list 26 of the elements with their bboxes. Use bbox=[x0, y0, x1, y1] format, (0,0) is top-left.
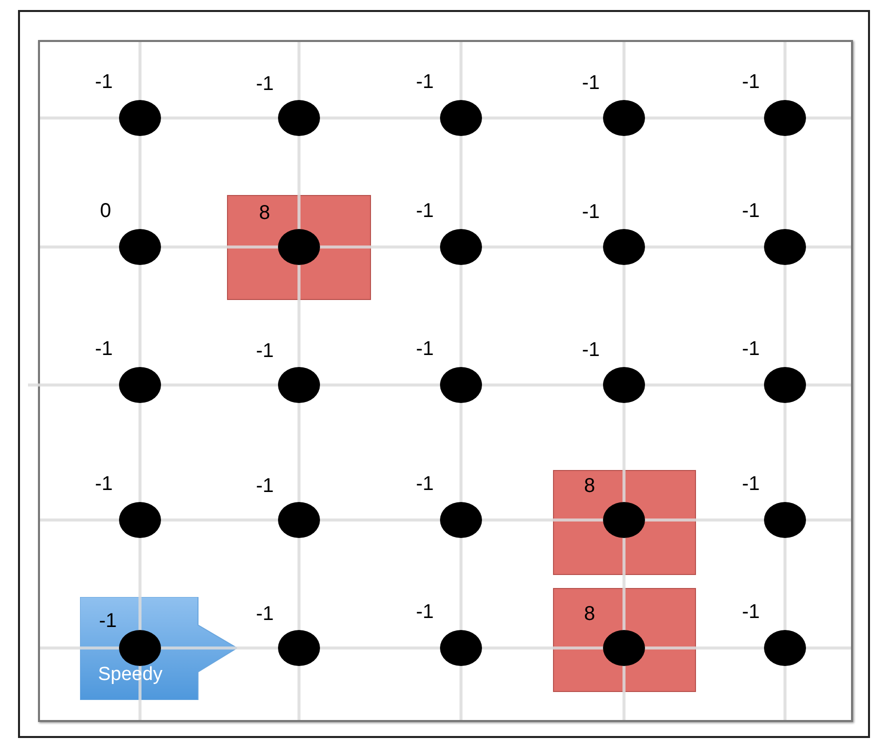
cell-value: -1 bbox=[742, 72, 760, 92]
cell-value: -1 bbox=[742, 602, 760, 622]
cell-value: -1 bbox=[256, 604, 274, 624]
cell-value: 8 bbox=[584, 476, 596, 496]
cell-value: -1 bbox=[95, 474, 113, 494]
cell-value: -1 bbox=[256, 341, 274, 361]
cell-value: -1 bbox=[416, 339, 434, 359]
cell-value: -1 bbox=[95, 72, 113, 92]
cell-value: -1 bbox=[416, 474, 434, 494]
cell-value: -1 bbox=[582, 202, 600, 222]
cell-value: -1 bbox=[582, 73, 600, 93]
cell-value: -1 bbox=[416, 602, 434, 622]
cell-value: -1 bbox=[582, 340, 600, 360]
cell-value: -1 bbox=[99, 611, 117, 631]
cell-value: -1 bbox=[416, 72, 434, 92]
cell-value: -1 bbox=[95, 339, 113, 359]
cell-value: 8 bbox=[584, 604, 596, 624]
arrow-shape bbox=[80, 597, 237, 700]
cell-value: -1 bbox=[416, 201, 434, 221]
cell-value: -1 bbox=[742, 339, 760, 359]
cell-value: -1 bbox=[256, 476, 274, 496]
cell-value: -1 bbox=[256, 74, 274, 94]
cell-value: -1 bbox=[742, 474, 760, 494]
cell-value: 0 bbox=[100, 201, 112, 221]
cell-value: -1 bbox=[742, 201, 760, 221]
cell-value: 8 bbox=[259, 203, 270, 223]
